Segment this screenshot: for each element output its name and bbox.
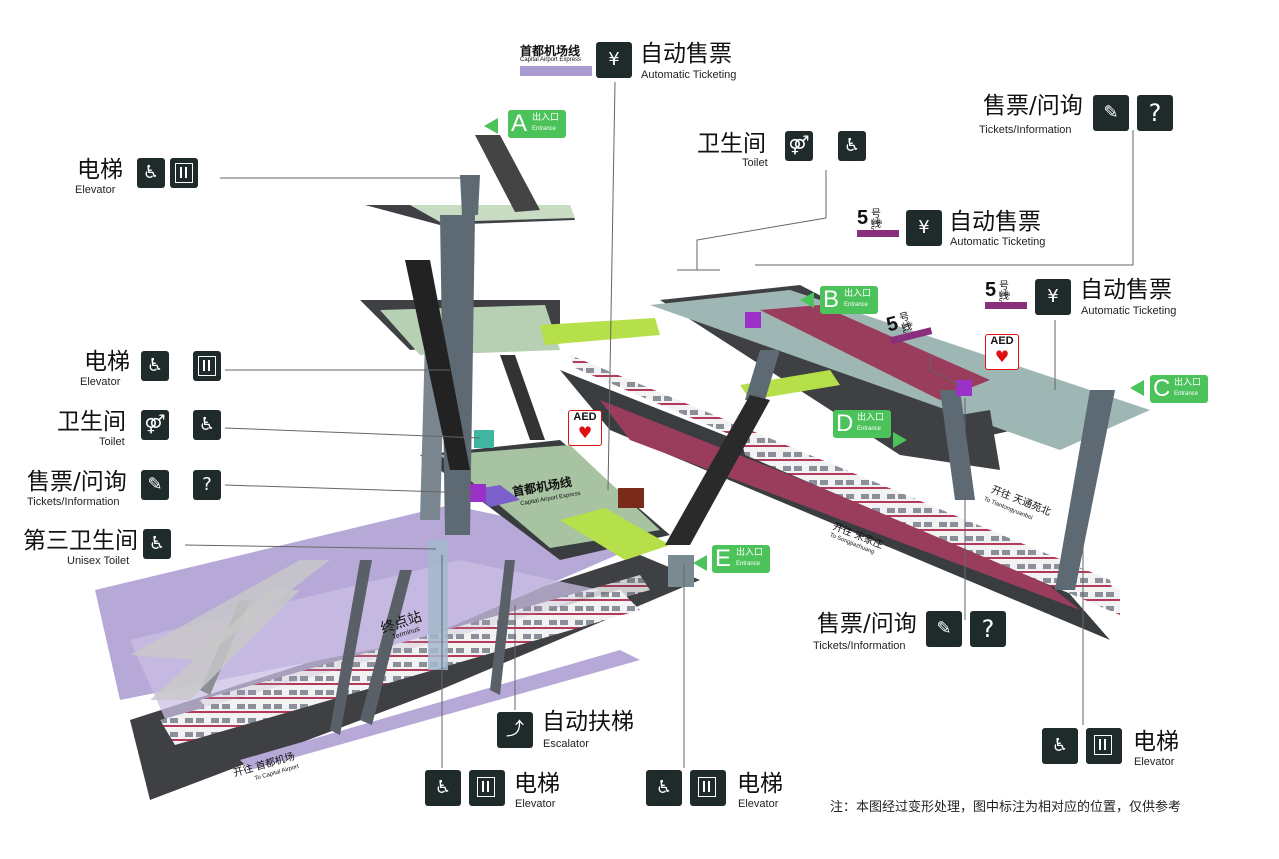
unisex-toilet-label-en: Unisex Toilet — [67, 555, 130, 567]
aed-icon: ♥ — [994, 347, 1010, 366]
unisex-toilet-icon: ♿ — [143, 529, 171, 559]
autoticket-label-zh: 自动售票 — [1080, 277, 1172, 303]
autoticket-label-zh: 自动售票 — [949, 209, 1041, 235]
accessible-toilet-icon: ♿ — [838, 131, 866, 161]
toilet-label-en: Toilet — [742, 157, 768, 169]
tickets-label-en: Tickets/Information — [27, 496, 120, 508]
elevator-icon — [1086, 728, 1122, 764]
elevator-label-zh: 电梯 — [514, 771, 560, 797]
aed-sign: AED♥ — [985, 334, 1019, 370]
elevator-icon — [193, 351, 221, 381]
main-tower — [360, 135, 660, 670]
footnote: 注：本图经过变形处理，图中标注为相对应的位置，仅供参考 — [830, 800, 1182, 815]
airport-line-label-en: Capital Airport Express — [520, 57, 582, 63]
elevator-label-zh: 电梯 — [1133, 729, 1179, 755]
toilet-label-zh: 卫生间 — [697, 131, 766, 157]
escalator-label-zh: 自动扶梯 — [542, 709, 634, 735]
elevator-label-zh: 电梯 — [84, 349, 130, 375]
entrance-arrow — [800, 292, 814, 308]
question-icon: ? — [970, 611, 1006, 647]
ticket-machine-icon: ¥ — [906, 210, 942, 246]
question-icon: ? — [1137, 95, 1173, 131]
entrance-C-sign: C 出入口 Entrance — [1150, 375, 1208, 403]
toilet-label-zh: 卫生间 — [57, 409, 126, 435]
accessible-elevator-icon: ♿ — [137, 158, 165, 188]
entrance-B-sign: B 出入口 Entrance — [820, 286, 878, 314]
accessible-elevator-icon: ♿ — [425, 770, 461, 806]
autoticket-label-zh: 自动售票 — [640, 41, 732, 67]
ticket-info-icon: ✎ — [926, 611, 962, 647]
elevator-label-zh: 电梯 — [737, 771, 783, 797]
elevator-label-en: Elevator — [1134, 756, 1175, 768]
elevator-icon — [469, 770, 505, 806]
tickets-label-zh: 售票/问询 — [27, 469, 127, 495]
unisex-toilet-label-zh: 第三卫生间 — [23, 528, 138, 554]
entrance-arrow — [484, 118, 498, 134]
tickets-label-en: Tickets/Information — [979, 124, 1072, 136]
question-icon: ? — [193, 470, 221, 500]
entrance-E-sign: E 出入口 Entrance — [712, 545, 770, 573]
elevator-icon — [690, 770, 726, 806]
elevator-label-en: Elevator — [738, 798, 779, 810]
accessible-elevator-icon: ♿ — [141, 351, 169, 381]
autoticket-label-en: Automatic Ticketing — [950, 236, 1046, 248]
elevator-label-zh: 电梯 — [77, 157, 123, 183]
accessible-elevator-icon: ♿ — [1042, 728, 1078, 764]
entrance-arrow — [693, 555, 707, 571]
aed-icon: ♥ — [577, 423, 593, 442]
tickets-label-zh: 售票/问询 — [817, 611, 917, 637]
elevator-label-en: Elevator — [515, 798, 556, 810]
entrance-arrow — [893, 432, 907, 448]
line5-station — [560, 285, 1150, 640]
toilet-label-en: Toilet — [99, 436, 125, 448]
elevator-label-en: Elevator — [80, 376, 121, 388]
accessible-toilet-icon: ♿ — [193, 410, 221, 440]
ticket-machine-icon: ¥ — [596, 42, 632, 78]
tickets-label-en: Tickets/Information — [813, 640, 906, 652]
elevator-label-en: Elevator — [75, 184, 116, 196]
airport-platform — [95, 505, 700, 800]
tickets-label-zh: 售票/问询 — [983, 93, 1083, 119]
leader-lines — [184, 81, 1134, 768]
ticket-info-icon: ✎ — [1093, 95, 1129, 131]
aed-sign: AED♥ — [568, 410, 602, 446]
accessible-elevator-icon: ♿ — [646, 770, 682, 806]
toilet-icon: ⚤ — [141, 410, 169, 440]
airport-line-color-bar — [520, 66, 592, 76]
entrance-A-sign: A 出入口 Entrance — [508, 110, 566, 138]
transfer-concourse — [420, 440, 670, 560]
ticket-machine-icon: ¥ — [1035, 279, 1071, 315]
entrance-D-sign: D 出入口 Entrance — [833, 410, 891, 438]
toilet-icon: ⚤ — [785, 131, 813, 161]
airport-line-label-zh: 首都机场线 — [520, 44, 581, 58]
escalator-icon: ⤴ — [497, 712, 533, 748]
autoticket-label-en: Automatic Ticketing — [1081, 305, 1177, 317]
entrance-arrow — [1130, 380, 1144, 396]
ticket-info-icon: ✎ — [141, 470, 169, 500]
elevator-icon — [170, 158, 198, 188]
autoticket-label-en: Automatic Ticketing — [641, 69, 737, 81]
escalator-label-en: Escalator — [543, 738, 589, 750]
